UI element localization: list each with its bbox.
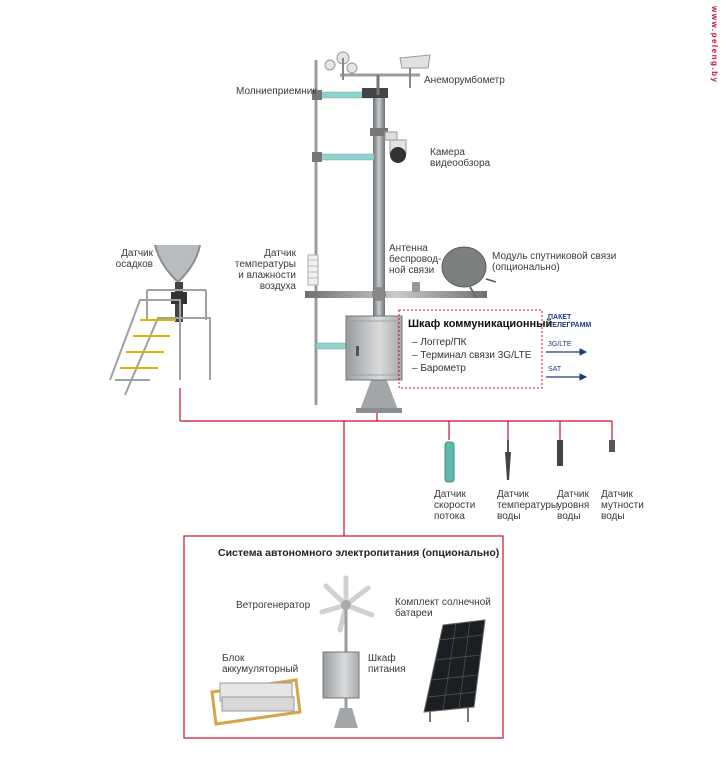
power-cabinet-icon [322,651,360,699]
battery-label: Блок аккумуляторный [222,653,299,675]
main-pole [373,95,385,385]
link-sat-label: SAT [548,366,562,373]
battery-block-icon [210,678,302,726]
temp-humidity-sensor-icon [307,254,319,286]
precip-platform-icon [109,244,211,396]
watermark-url: www.peleng.by [710,6,719,84]
link-arrows [546,348,588,381]
cabinet-title: Шкаф коммуникационный [408,318,553,330]
camera-label: Камера видеообзора [430,147,491,169]
solar-panel-icon [423,619,486,722]
water-level-sensor-icon [557,440,563,466]
satellite-label: Модуль спутниковой связи (опционально) [492,251,617,273]
wind-generator-label: Ветрогенератор [236,600,311,611]
comm-cabinet-icon [345,315,403,381]
cabinet-item-logger: – Логгер/ПК [412,337,467,348]
temp-humidity-label: Датчик температуры и влажности воздуха [234,248,296,292]
antenna-label: Антенна беспровод- ной связи [389,243,442,276]
packet-label: ПАКЕТ ТЕЛЕГРАММ [548,314,592,329]
solar-label: Комплект солнечной батареи [395,597,491,619]
water-level-label: Датчик уровня воды [557,489,590,522]
pole-clamps [315,91,375,350]
anemometer-label: Анеморумбометр [424,75,505,86]
water-temp-sensor-icon [505,440,511,480]
cross-arm [305,291,487,298]
cabinet-info-frame [398,309,543,389]
flow-sensor-icon [444,441,455,483]
pole-base [360,378,398,410]
power-system-frame [183,535,504,739]
precip-sensor-label: Датчик осадков [115,248,153,270]
camera-icon [384,131,407,163]
flow-sensor-label: Датчик скорости потока [434,489,476,522]
power-cabinet-label: Шкаф питания [368,653,406,675]
water-temp-label: Датчик температуры воды [497,489,559,522]
link-3g-label: 3G/LTE [548,341,572,348]
turbidity-sensor-icon [609,440,615,452]
lightning-rod-label: Молниеприемник [236,86,317,97]
satellite-dish-icon [412,246,497,298]
turbidity-label: Датчик мутности воды [601,489,644,522]
power-system-title: Система автономного электропитания (опци… [218,547,500,559]
cabinet-item-barometer: – Барометр [412,363,466,374]
anemometer-icon [324,51,431,98]
cabinet-item-terminal: – Терминал связи 3G/LTE [412,350,532,361]
wiring [179,388,613,536]
